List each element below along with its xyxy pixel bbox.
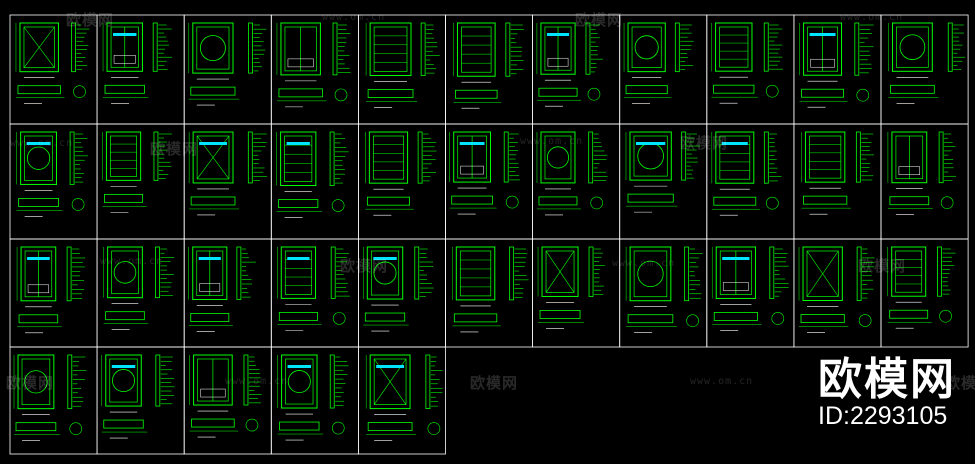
drawing-sheet[interactable] — [880, 14, 969, 125]
drawing-sheet[interactable] — [357, 123, 446, 240]
drawing-sheet[interactable] — [793, 238, 882, 348]
drawing-sheet[interactable] — [445, 14, 533, 125]
drawing-sheet[interactable] — [9, 238, 98, 348]
drawing-sheet[interactable] — [619, 14, 708, 125]
drawing-sheet[interactable] — [9, 14, 98, 125]
drawing-sheet[interactable] — [96, 346, 185, 455]
brand-logo-text: 欧模网 — [818, 354, 956, 405]
drawing-sheet[interactable] — [445, 123, 533, 240]
drawing-sheet[interactable] — [96, 238, 185, 348]
drawing-sheet[interactable] — [9, 123, 98, 240]
drawing-sheet[interactable] — [183, 123, 272, 240]
drawing-sheet[interactable] — [270, 123, 359, 240]
drawing-sheet[interactable] — [445, 238, 533, 348]
drawing-sheet[interactable] — [619, 238, 708, 348]
drawing-sheet[interactable] — [793, 14, 882, 125]
drawing-sheet[interactable] — [706, 238, 795, 348]
drawing-sheet[interactable] — [183, 346, 272, 455]
drawing-sheet[interactable] — [96, 123, 185, 240]
drawing-sheet[interactable] — [270, 14, 359, 125]
drawing-sheet[interactable] — [880, 123, 969, 240]
drawing-sheet[interactable] — [619, 123, 708, 240]
model-id-text: ID:2293105 — [818, 402, 948, 430]
drawing-sheet[interactable] — [706, 14, 795, 125]
drawing-sheet[interactable] — [793, 123, 882, 240]
drawing-sheet[interactable] — [183, 238, 272, 348]
drawing-sheet[interactable] — [532, 14, 621, 125]
drawing-sheet[interactable] — [270, 238, 359, 348]
drawing-sheet[interactable] — [9, 346, 98, 455]
drawing-sheet[interactable] — [270, 346, 359, 455]
drawing-sheet[interactable] — [532, 123, 621, 240]
drawing-sheet[interactable] — [357, 238, 446, 348]
drawing-sheet[interactable] — [880, 238, 969, 348]
drawing-sheet[interactable] — [96, 14, 185, 125]
drawing-sheet[interactable] — [357, 14, 446, 125]
drawing-sheet[interactable] — [706, 123, 795, 240]
drawing-sheet[interactable] — [183, 14, 272, 125]
drawing-sheet[interactable] — [532, 238, 621, 348]
drawing-sheet[interactable] — [357, 346, 446, 455]
